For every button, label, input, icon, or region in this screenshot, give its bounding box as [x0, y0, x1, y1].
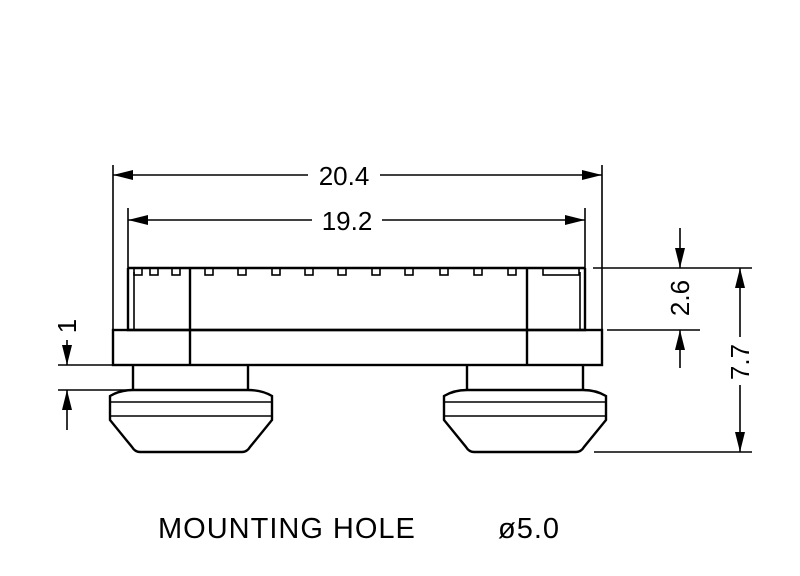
dimension-flange-thickness: 1: [52, 319, 133, 430]
contact-slot: [507, 267, 517, 276]
mounting-peg-right: [442, 365, 608, 454]
caption-diameter: ø5.0: [498, 513, 560, 545]
overall-width-label: 20.4: [319, 161, 370, 191]
dimension-total-height: 7.7: [594, 267, 755, 453]
contact-slot: [171, 267, 181, 276]
inner-width-label: 19.2: [322, 206, 373, 236]
top-height-label: 2.6: [665, 280, 695, 316]
total-height-label: 7.7: [725, 344, 755, 380]
contact-slot: [371, 267, 381, 276]
contact-slot: [271, 267, 281, 276]
contact-slot: [473, 267, 483, 276]
component-outline: [111, 266, 604, 367]
flange-thickness-label: 1: [52, 319, 82, 333]
contact-slot: [133, 267, 143, 276]
contact-slot: [304, 267, 314, 276]
dimension-top-height: 2.6: [593, 228, 700, 368]
mounting-peg-left: [108, 365, 274, 454]
contact-slot: [204, 267, 214, 276]
top-latch: [542, 267, 580, 276]
contact-slot: [337, 267, 347, 276]
caption-text: MOUNTING HOLE: [158, 513, 416, 545]
contact-slot: [439, 267, 449, 276]
dimension-inner-width: 19.2: [127, 206, 586, 268]
contact-slots: [133, 267, 517, 276]
contact-slot: [404, 267, 414, 276]
caption: MOUNTING HOLE ø5.0: [158, 513, 560, 545]
dimension-overall-width: 20.4: [112, 161, 603, 330]
contact-slot: [237, 267, 247, 276]
contact-slot: [149, 267, 159, 276]
